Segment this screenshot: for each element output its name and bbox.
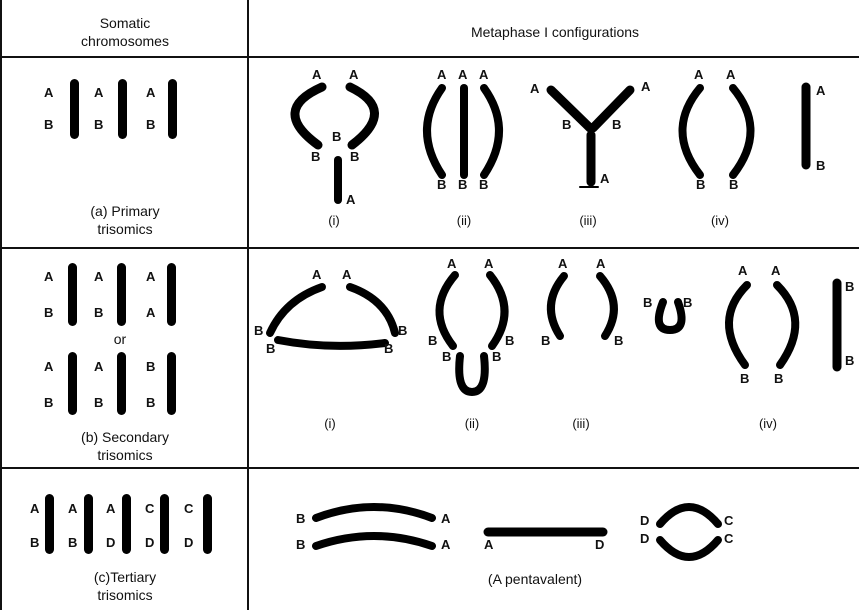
config-label: D — [640, 514, 649, 528]
config-label: B — [296, 538, 305, 552]
config-label: C — [724, 532, 733, 546]
config-label: D — [595, 538, 604, 552]
ring-chromosome-lower — [660, 540, 718, 557]
config-label: D — [640, 532, 649, 546]
config-label: C — [724, 514, 733, 528]
ring-chromosome-upper — [660, 507, 718, 524]
arc-chromosome — [316, 536, 432, 546]
pentavalent-note: (A pentavalent) — [460, 570, 610, 588]
config-label: A — [441, 538, 450, 552]
arc-chromosome — [316, 507, 432, 518]
config-label: A — [441, 512, 450, 526]
config-label: B — [296, 512, 305, 526]
config-label: A — [484, 538, 493, 552]
